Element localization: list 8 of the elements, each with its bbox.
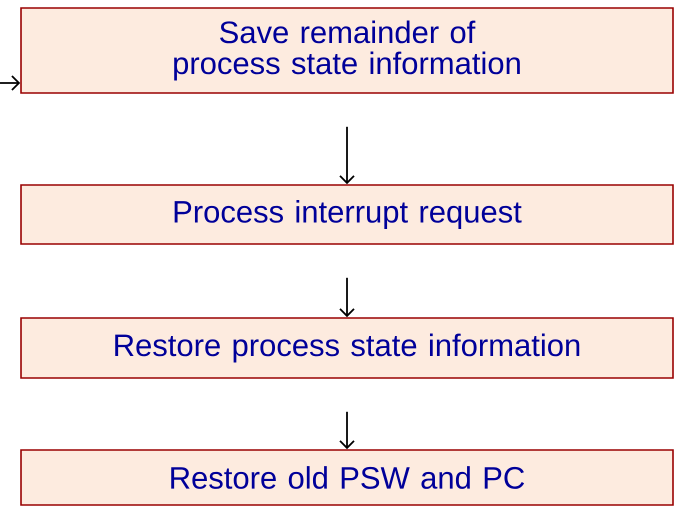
arrow	[339, 126, 355, 184]
arrow	[0, 75, 20, 91]
arrow	[339, 412, 355, 450]
process-box: Restore old PSW and PC	[20, 449, 674, 506]
arrow	[339, 278, 355, 318]
process-box: Restore process state information	[20, 317, 674, 379]
process-box: Process interrupt request	[20, 184, 674, 245]
process-box: Save remainder of process state information	[20, 7, 674, 94]
